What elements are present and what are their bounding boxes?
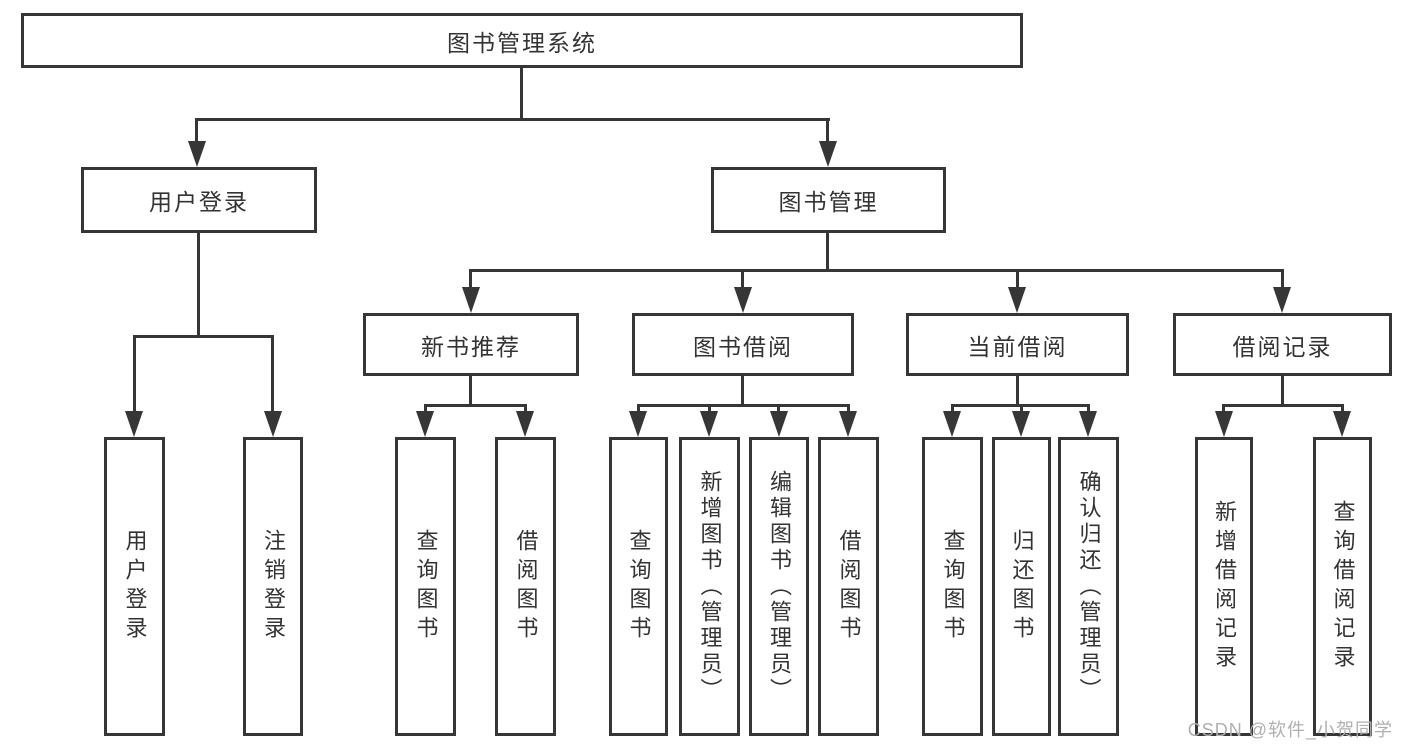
node-leaf-return-book: 归还图书 (992, 437, 1051, 736)
node-borrow-records: 借阅记录 (1173, 313, 1392, 376)
node-book-management: 图书管理 (711, 167, 946, 233)
node-new-book-recommend: 新书推荐 (363, 313, 579, 376)
edge-to-leaf-user-login-vline (133, 335, 136, 413)
node-root-system: 图书管理系统 (21, 13, 1023, 68)
arrowhead-to-leaf-query-book-3 (943, 411, 961, 437)
edge-to-borrow-records-vline (1281, 269, 1284, 291)
arrowhead-to-new-book-recommend (462, 287, 480, 313)
edge-book-management-split-hline (469, 269, 1284, 272)
arrowhead-to-current-borrow (1008, 287, 1026, 313)
node-leaf-logout: 注销登录 (243, 437, 303, 736)
edge-to-leaf-borrow-book-1-vline (524, 404, 527, 413)
node-leaf-edit-book-admin: 编辑图书（管理员） (749, 437, 809, 736)
arrowhead-to-book-borrow (734, 287, 752, 313)
arrowhead-to-leaf-return-book (1012, 411, 1030, 437)
node-leaf-query-book-1: 查询图书 (395, 437, 456, 736)
arrowhead-to-user-login (188, 141, 206, 167)
node-leaf-query-book-2: 查询图书 (609, 437, 668, 736)
edge-to-user-login-vline (195, 118, 198, 145)
node-leaf-user-login: 用户登录 (104, 437, 165, 736)
edge-root-stem-vline (520, 68, 523, 120)
node-leaf-borrow-book-2: 借阅图书 (818, 437, 879, 736)
edge-to-leaf-query-record-vline (1341, 404, 1344, 413)
csdn-watermark: CSDN @软件_小贺同学 (1187, 720, 1393, 740)
edge-borrow-records-split-hline (1222, 404, 1344, 407)
edge-to-leaf-query-book-1-vline (424, 404, 427, 413)
node-leaf-query-borrow-record: 查询借阅记录 (1313, 437, 1372, 736)
edge-to-leaf-logout-vline (271, 335, 274, 413)
edge-new-book-recommend-stem-vline (469, 376, 472, 407)
edge-to-new-book-recommend-vline (469, 269, 472, 291)
edge-book-management-stem-vline (826, 233, 829, 271)
arrowhead-to-leaf-borrow-book-1 (516, 411, 534, 437)
edge-root-split-hline (196, 118, 830, 121)
edge-to-leaf-query-book-3-vline (951, 404, 954, 413)
arrowhead-to-leaf-query-book-1 (416, 411, 434, 437)
arrowhead-to-leaf-logout (264, 411, 282, 437)
node-user-login: 用户登录 (81, 167, 317, 233)
edge-to-book-borrow-vline (741, 269, 744, 291)
node-leaf-confirm-return-admin: 确认归还（管理员） (1058, 437, 1119, 736)
edge-to-book-management-vline (826, 118, 829, 145)
arrowhead-to-leaf-confirm-return (1079, 411, 1097, 437)
arrowhead-to-leaf-edit-book (770, 411, 788, 437)
edge-to-leaf-return-book-vline (1020, 404, 1023, 413)
edge-book-borrow-stem-vline (741, 376, 744, 407)
arrowhead-to-leaf-query-record (1333, 411, 1351, 437)
arrowhead-to-leaf-query-book-2 (629, 411, 647, 437)
arrowhead-to-leaf-borrow-book-2 (839, 411, 857, 437)
edge-to-leaf-borrow-book-2-vline (847, 404, 850, 413)
node-leaf-add-book-admin: 新增图书（管理员） (679, 437, 740, 736)
node-leaf-query-book-3: 查询图书 (922, 437, 983, 736)
edge-to-current-borrow-vline (1016, 269, 1019, 291)
arrowhead-to-borrow-records (1273, 287, 1291, 313)
arrowhead-to-leaf-add-record (1215, 411, 1233, 437)
edge-user-login-stem-vline (197, 233, 200, 337)
arrowhead-to-leaf-user-login (125, 411, 143, 437)
node-leaf-borrow-book-1: 借阅图书 (495, 437, 556, 736)
edge-to-leaf-confirm-return-vline (1087, 404, 1090, 413)
edge-borrow-records-stem-vline (1281, 376, 1284, 407)
node-leaf-add-borrow-record: 新增借阅记录 (1195, 437, 1253, 736)
edge-to-leaf-add-record-vline (1222, 404, 1225, 413)
edge-to-leaf-query-book-2-vline (637, 404, 640, 413)
edge-to-leaf-edit-book-vline (777, 404, 780, 413)
edge-to-leaf-add-book-vline (708, 404, 711, 413)
arrowhead-to-leaf-add-book (700, 411, 718, 437)
edge-current-borrow-stem-vline (1016, 376, 1019, 407)
edge-user-login-split-hline (133, 335, 274, 338)
node-book-borrow: 图书借阅 (632, 313, 854, 376)
node-current-borrow: 当前借阅 (906, 313, 1129, 376)
arrowhead-to-book-management (819, 141, 837, 167)
edge-new-book-recommend-split-hline (424, 404, 527, 407)
edge-book-borrow-split-hline (637, 404, 850, 407)
